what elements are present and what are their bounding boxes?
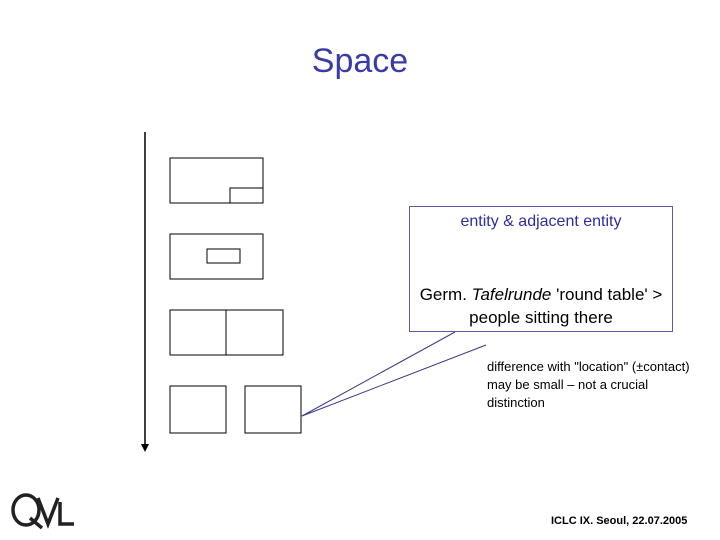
adjacent-box-right bbox=[225, 309, 284, 356]
corner-entity bbox=[229, 187, 264, 204]
callout-pointer-upper bbox=[301, 331, 456, 417]
footer-conference: ICLC IX. Seoul, 22.07.2005 bbox=[551, 515, 688, 527]
callout-example: Germ. Tafelrunde 'round table' > people … bbox=[410, 283, 672, 329]
entity-box-2 bbox=[169, 233, 264, 280]
separate-box-left bbox=[169, 385, 227, 434]
adjacent-box-left bbox=[169, 309, 227, 356]
entity-box-1 bbox=[169, 157, 264, 204]
example-gloss: 'round table' > people sitting there bbox=[469, 285, 663, 327]
callout-box: entity & adjacent entity Germ. Tafelrund… bbox=[409, 206, 673, 332]
example-prefix: Germ. bbox=[419, 285, 472, 304]
callout-pointer-lower bbox=[301, 344, 487, 417]
note-text: difference with "location" (±contact) ma… bbox=[487, 359, 690, 410]
callout-heading: entity & adjacent entity bbox=[460, 213, 622, 230]
example-term: Tafelrunde bbox=[471, 285, 552, 304]
qvl-logo bbox=[11, 493, 74, 530]
separate-box-right bbox=[244, 385, 302, 434]
axis-arrowhead bbox=[141, 444, 149, 452]
inner-entity bbox=[206, 248, 241, 264]
slide-title: Space bbox=[311, 42, 409, 80]
